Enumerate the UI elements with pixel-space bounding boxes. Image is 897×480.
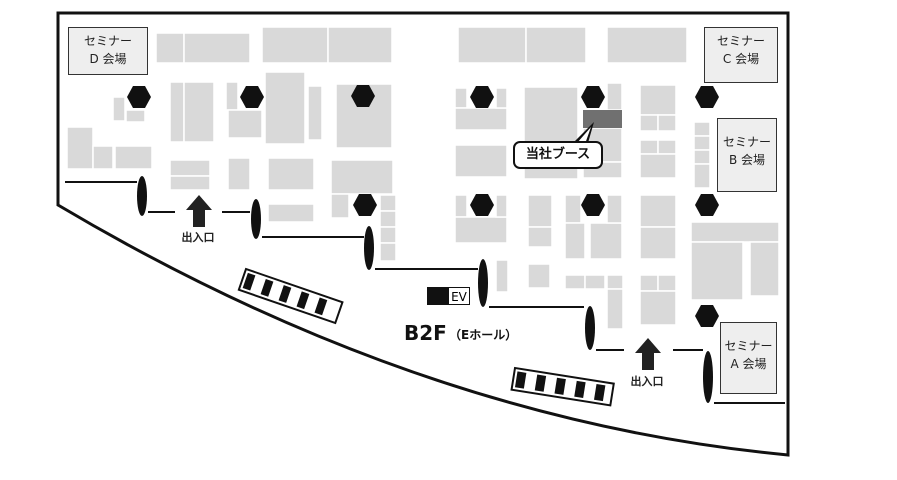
pillar xyxy=(353,194,377,216)
wall-posts xyxy=(137,176,713,403)
pillars xyxy=(127,85,719,327)
pillar xyxy=(695,305,719,327)
pillar xyxy=(470,194,494,216)
seminar-label: セミナー xyxy=(716,34,765,48)
seminar-label: セミナー xyxy=(722,135,771,149)
callout-pointer xyxy=(574,122,594,143)
seminar-room-name: D 会場 xyxy=(89,52,127,66)
pillar xyxy=(470,86,494,108)
seminar-room-b: セミナー B 会場 xyxy=(717,118,777,192)
pillar xyxy=(127,86,151,108)
wall-post xyxy=(478,259,488,307)
entrance-label-right: 出入口 xyxy=(630,375,664,388)
arrow-up-icon xyxy=(186,195,212,227)
wall-post xyxy=(364,226,374,270)
pillar xyxy=(351,85,375,107)
floor-title: B2F xyxy=(404,321,447,345)
seminar-room-d: セミナー D 会場 xyxy=(68,27,148,75)
pillar xyxy=(695,86,719,108)
arrow-up-icon xyxy=(635,338,661,370)
pillar xyxy=(240,86,264,108)
pillar xyxy=(581,86,605,108)
seminar-room-name: A 会場 xyxy=(730,357,767,371)
wall-post xyxy=(585,306,595,350)
entrance-label-left: 出入口 xyxy=(181,231,215,244)
our-booth-highlight xyxy=(583,110,622,128)
our-booth-callout: 当社ブース xyxy=(513,141,603,169)
pillar xyxy=(581,194,605,216)
partitions xyxy=(65,181,785,404)
seminar-label: セミナー xyxy=(724,339,773,353)
stairs-right xyxy=(510,366,615,407)
wall-post xyxy=(137,176,147,216)
seminar-room-a: セミナー A 会場 xyxy=(720,322,777,394)
elevator-label: EV xyxy=(448,287,470,305)
wall-post xyxy=(251,199,261,239)
seminar-room-c: セミナー C 会場 xyxy=(704,27,778,83)
wall-post xyxy=(703,351,713,403)
elevator-block xyxy=(427,287,448,305)
stairs-left xyxy=(237,267,344,325)
seminar-label: セミナー xyxy=(83,34,132,48)
seminar-room-name: B 会場 xyxy=(728,153,766,167)
seminar-room-name: C 会場 xyxy=(722,52,760,66)
pillar xyxy=(695,194,719,216)
hall-name: （Eホール） xyxy=(449,328,518,342)
